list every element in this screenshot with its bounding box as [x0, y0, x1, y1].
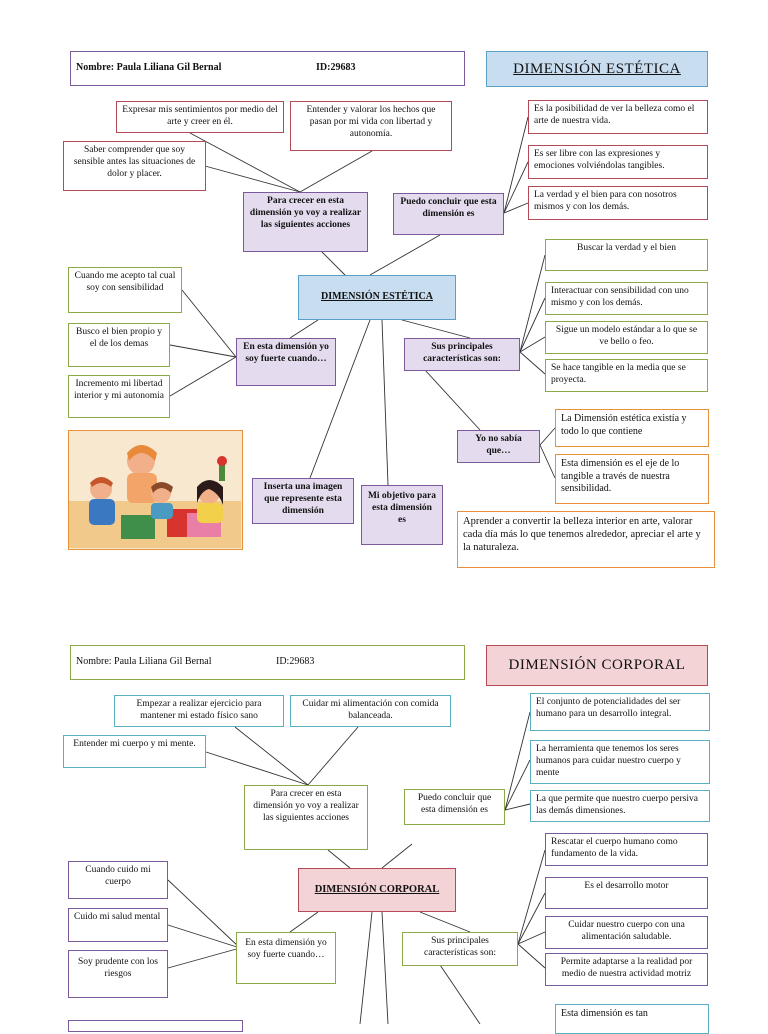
estetica-crecer-node: Para crecer en esta dimensión yo voy a r… — [243, 192, 368, 252]
estetica-fuerte-3: Incremento mi libertad interior y mi aut… — [68, 375, 170, 418]
estetica-accion-1: Expresar mis sentimientos por medio del … — [116, 101, 284, 133]
student-name: Nombre: Paula Liliana Gil Bernal — [76, 62, 222, 74]
corporal-name-bar: Nombre: Paula Liliana Gil Bernal ID:2968… — [70, 645, 465, 680]
estetica-conclusion-2: Es ser libre con las expresiones y emoci… — [528, 145, 708, 179]
estetica-caract-node: Sus principales características son: — [404, 338, 520, 371]
estetica-fuerte-1: Cuando me acepto tal cual soy con sensib… — [68, 267, 182, 313]
student-id: ID:29683 — [316, 62, 356, 74]
estetica-conclusion-3: La verdad y el bien para con nosotros mi… — [528, 186, 708, 220]
estetica-caract-4: Se hace tangible en la media que se proy… — [545, 359, 708, 392]
corporal-caract-node: Sus principales características son: — [402, 932, 518, 966]
corporal-conclusion-3: La que permite que nuestro cuerpo persiv… — [530, 790, 710, 822]
corporal-fuerte-node: En esta dimensión yo soy fuerte cuando… — [236, 932, 336, 984]
corporal-title: DIMENSIÓN CORPORAL — [486, 645, 708, 686]
estetica-nosabia-1: La Dimensión estética existía y todo lo … — [555, 409, 709, 447]
corporal-accion-2: Cuidar mi alimentación con comida balanc… — [290, 695, 451, 727]
children-painting-illustration — [68, 430, 243, 550]
estetica-caract-1: Buscar la verdad y el bien — [545, 239, 708, 271]
estetica-name-bar: Nombre: Paula Liliana Gil Bernal ID:2968… — [70, 51, 465, 86]
estetica-center-node: DIMENSIÓN ESTÉTICA — [298, 275, 456, 320]
estetica-nosabia-2: Esta dimensión es el eje de lo tangible … — [555, 454, 709, 504]
estetica-fuerte-2: Busco el bien propio y el de los demas — [68, 323, 170, 367]
corporal-image-frame — [68, 1020, 243, 1032]
corporal-fuerte-3: Soy prudente con los riesgos — [68, 950, 168, 998]
estetica-objetivo-text: Aprender a convertir la belleza interior… — [457, 511, 715, 568]
estetica-imagen-node: Inserta una imagen que represente esta d… — [252, 478, 354, 524]
estetica-concluir-node: Puedo concluir que esta dimensión es — [393, 193, 504, 235]
estetica-caract-2: Interactuar con sensibilidad con uno mis… — [545, 282, 708, 315]
corporal-accion-3: Entender mi cuerpo y mi mente. — [63, 735, 206, 768]
corporal-caract-4: Permite adaptarse a la realidad por medi… — [545, 953, 708, 986]
corporal-nosabia-1: Esta dimensión es tan — [555, 1004, 709, 1034]
estetica-accion-3: Saber comprender que soy sensible antes … — [63, 141, 206, 191]
estetica-fuerte-node: En esta dimensión yo soy fuerte cuando… — [236, 338, 336, 386]
estetica-conclusion-1: Es la posibilidad de ver la belleza como… — [528, 100, 708, 134]
corporal-accion-1: Empezar a realizar ejercicio para manten… — [114, 695, 284, 727]
estetica-title: DIMENSIÓN ESTÉTICA — [486, 51, 708, 87]
corporal-center-node: DIMENSIÓN CORPORAL — [298, 868, 456, 912]
corporal-fuerte-1: Cuando cuido mi cuerpo — [68, 861, 168, 899]
corporal-caract-2: Es el desarrollo motor — [545, 877, 708, 909]
corporal-caract-3: Cuidar nuestro cuerpo con una alimentaci… — [545, 916, 708, 949]
corporal-conclusion-2: La herramienta que tenemos los seres hum… — [530, 740, 710, 784]
student-id: ID:29683 — [276, 656, 315, 668]
corporal-caract-1: Rescatar el cuerpo humano como fundament… — [545, 833, 708, 866]
student-name: Nombre: Paula Liliana Gil Bernal — [76, 656, 212, 668]
corporal-fuerte-2: Cuido mi salud mental — [68, 908, 168, 942]
corporal-crecer-node: Para crecer en esta dimensión yo voy a r… — [244, 785, 368, 850]
estetica-objetivo-node: Mi objetivo para esta dimensión es — [361, 485, 443, 545]
corporal-conclusion-1: El conjunto de potencialidades del ser h… — [530, 693, 710, 731]
estetica-accion-2: Entender y valorar los hechos que pasan … — [290, 101, 452, 151]
corporal-concluir-node: Puedo concluir que esta dimensión es — [404, 789, 505, 825]
estetica-caract-3: Sigue un modelo estándar a lo que se ve … — [545, 321, 708, 354]
estetica-nosabia-node: Yo no sabía que… — [457, 430, 540, 463]
